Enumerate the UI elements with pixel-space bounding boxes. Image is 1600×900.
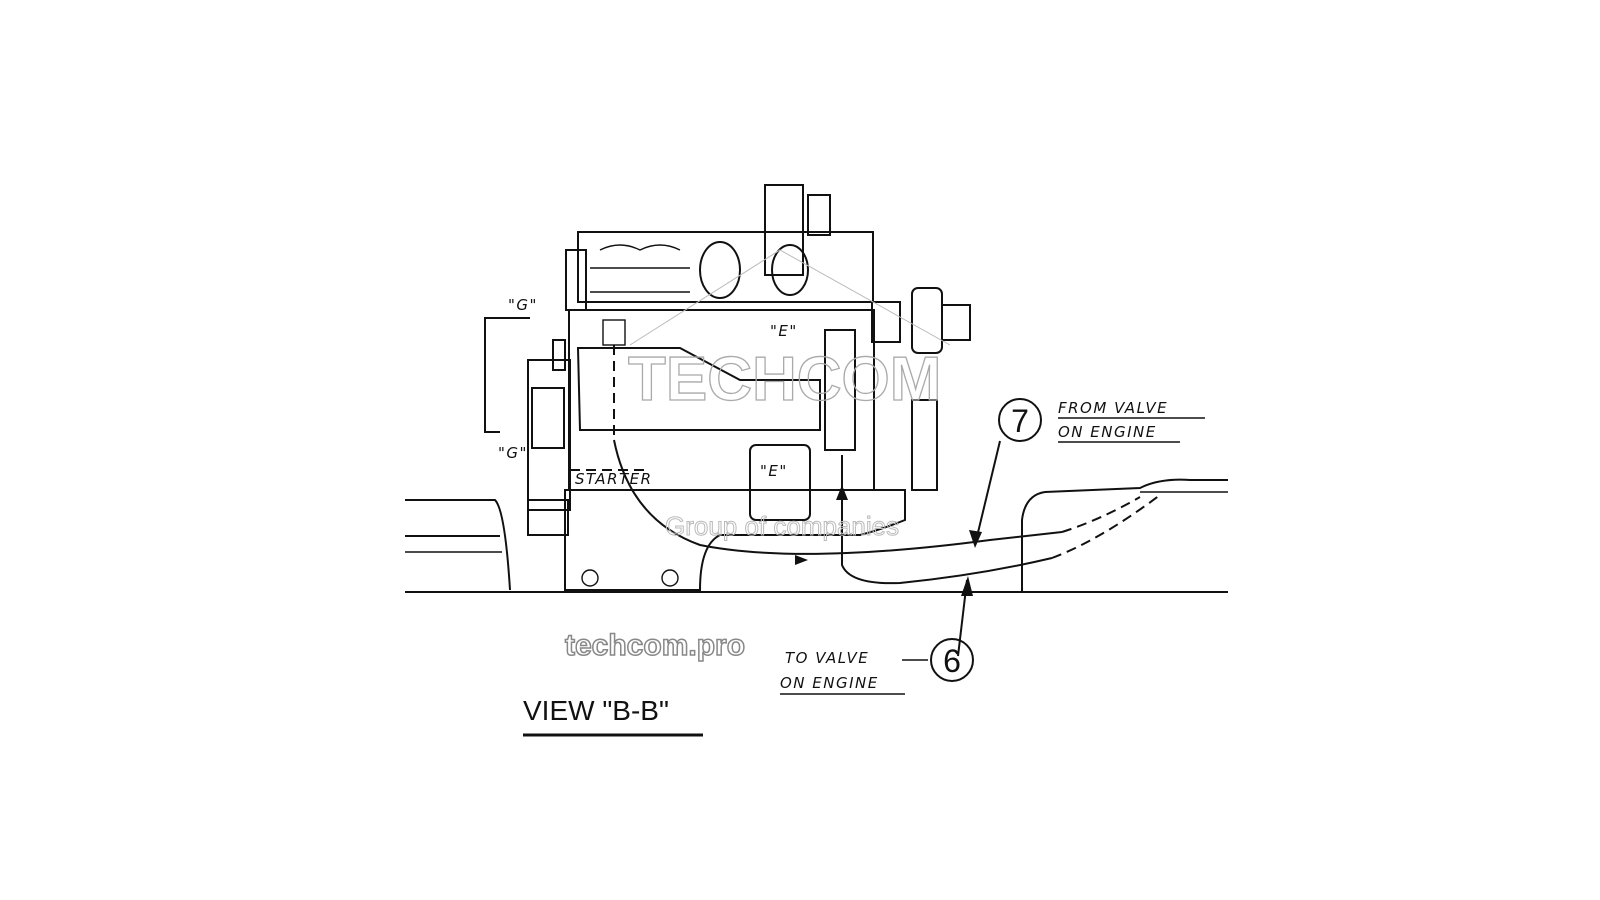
starter-label: STARTER: [575, 470, 653, 488]
g-bracket: [484, 317, 530, 433]
g-label-bottom: "G": [498, 444, 528, 462]
from-valve-label-2: ON ENGINE: [1058, 423, 1157, 441]
watermark-logo: TECHCOM Group of companies techcom.pro: [564, 249, 951, 663]
watermark-site: techcom.pro: [565, 629, 745, 662]
callout-7-circle: [998, 398, 1042, 442]
callout-6-circle: [930, 638, 974, 682]
to-valve-label-2: ON ENGINE: [780, 674, 879, 692]
hose-lines: [613, 439, 1161, 585]
left-frame: [405, 499, 511, 591]
callout-7-leader: [974, 440, 1001, 546]
engine: [527, 184, 971, 591]
view-title: VIEW "B-B": [523, 695, 669, 726]
callout-6-number: 6: [943, 643, 961, 679]
watermark-tagline: Group of companies: [665, 511, 899, 541]
e-label-bottom: "E": [760, 462, 788, 480]
e-label-top: "E": [770, 322, 798, 340]
to-valve-label-1: TO VALVE: [785, 649, 869, 667]
from-valve-label-1: FROM VALVE: [1058, 399, 1168, 417]
callout-7-number: 7: [1011, 403, 1029, 439]
watermark-brand: TECHCOM: [628, 345, 941, 414]
g-label-top: "G": [508, 296, 538, 314]
right-frame: [1021, 478, 1228, 592]
